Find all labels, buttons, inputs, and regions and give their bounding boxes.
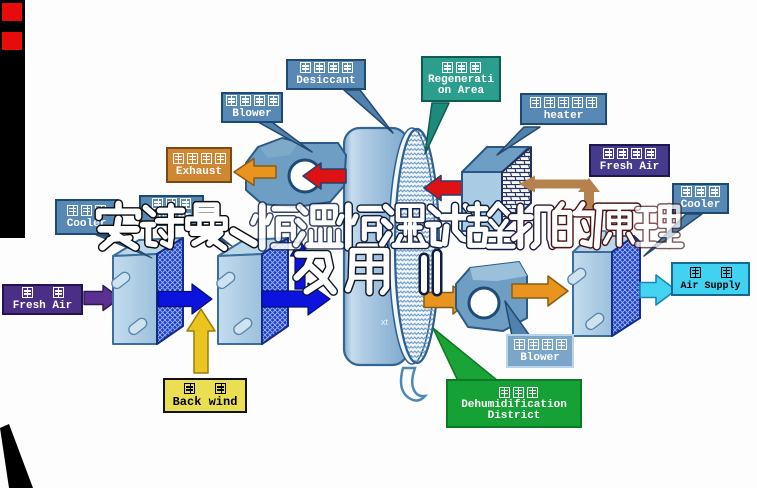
svg-text:xt: xt xyxy=(381,317,389,327)
